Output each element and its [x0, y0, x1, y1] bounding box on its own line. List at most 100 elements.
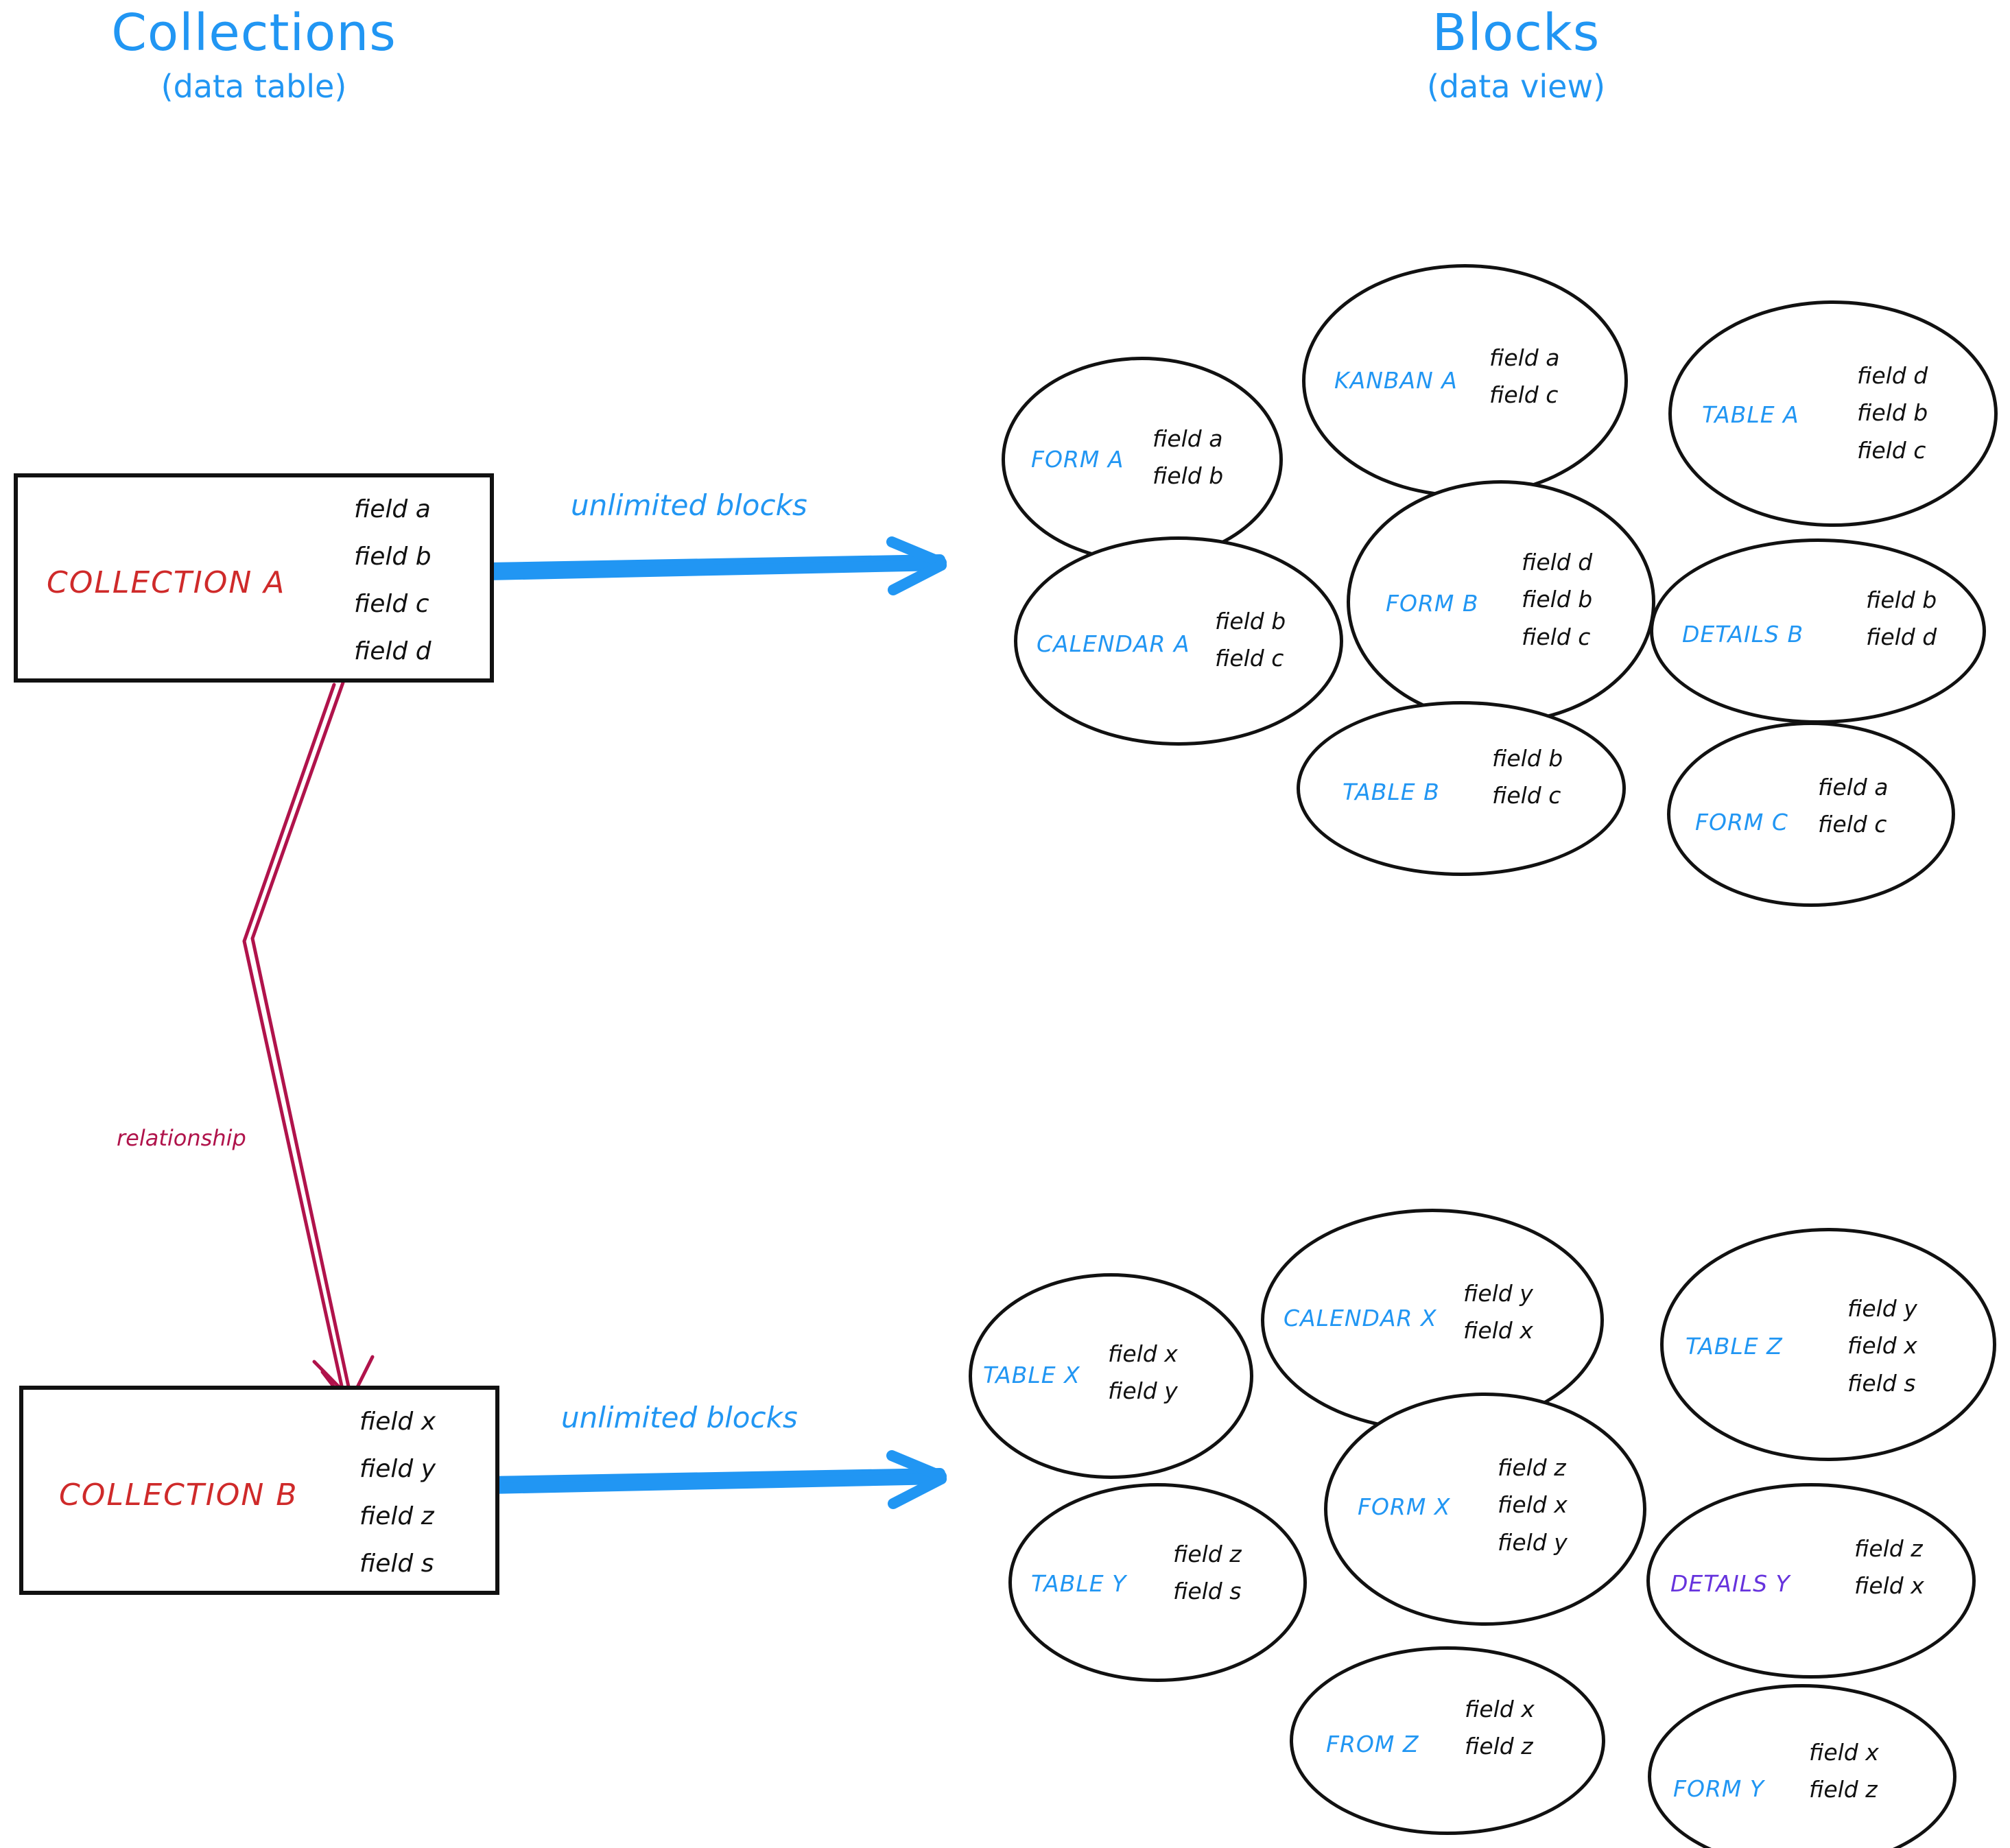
block-field-list: field z field x [1854, 1530, 1924, 1605]
block-label: TABLE B [1343, 779, 1440, 805]
block-field-list: field a field c [1489, 340, 1559, 414]
block-field-list: field d field b field c [1522, 544, 1592, 656]
block-field: field b [1492, 745, 1563, 772]
block-field: field c [1489, 381, 1559, 409]
block-label: TABLE Y [1031, 1570, 1127, 1597]
collection-a-field: field d [354, 637, 431, 665]
block-label: FORM X [1358, 1493, 1451, 1520]
block-form-y[interactable]: FORM Y field x field z [1648, 1684, 1956, 1848]
block-field: field y [1847, 1295, 1917, 1322]
collection-a-name: COLLECTION A [47, 565, 286, 600]
block-field-list: field z field s [1173, 1536, 1242, 1611]
collection-b-field: field x [359, 1408, 436, 1436]
block-field: field x [1847, 1332, 1917, 1360]
block-table-x[interactable]: TABLE X field x field y [969, 1273, 1253, 1479]
block-details-y[interactable]: DETAILS Y field z field x [1646, 1483, 1976, 1679]
block-field: field c [1215, 645, 1284, 672]
block-field: field x [1498, 1491, 1568, 1519]
block-field: field z [1173, 1541, 1242, 1567]
blocks-heading-sub: (data view) [1426, 67, 1606, 105]
block-field: field d [1857, 362, 1928, 389]
block-label: CALENDAR X [1284, 1305, 1437, 1331]
block-label: TABLE A [1702, 401, 1799, 428]
block-field: field c [1522, 623, 1591, 650]
block-label: FORM B [1386, 590, 1479, 617]
block-details-b[interactable]: DETAILS B field b field d [1650, 538, 1986, 724]
block-field: field d [1866, 624, 1937, 651]
block-field-list: field b field c [1492, 740, 1563, 815]
block-field: field b [1522, 586, 1593, 613]
block-field-list: field a field c [1818, 769, 1888, 844]
collections-heading-sub: (data table) [161, 67, 347, 105]
block-field: field s [1847, 1369, 1916, 1397]
block-label: CALENDAR A [1037, 630, 1190, 657]
block-calendar-x[interactable]: CALENDAR X field y field x [1261, 1209, 1604, 1432]
block-field: field c [1818, 811, 1887, 838]
block-label: TABLE X [983, 1362, 1080, 1388]
block-from-z[interactable]: FROM Z field x field z [1290, 1646, 1605, 1835]
blocks-heading: Blocks (data view) [1303, 3, 1729, 105]
block-field: field b [1866, 587, 1937, 613]
block-field: field a [1489, 344, 1560, 371]
collection-b-field: field z [359, 1502, 434, 1530]
block-field: field c [1857, 436, 1926, 464]
block-table-z[interactable]: TABLE Z field y field x field s [1660, 1228, 1996, 1461]
block-table-a[interactable]: TABLE A field d field b field c [1668, 300, 1998, 527]
block-field: field y [1463, 1280, 1533, 1307]
block-field-list: field a field b [1152, 420, 1223, 495]
block-field: field z [1498, 1454, 1566, 1481]
unlimited-blocks-arrow-bottom [483, 1450, 947, 1509]
collection-a-box[interactable]: COLLECTION A field a field b field c fie… [14, 473, 494, 683]
collections-heading-main: Collections [111, 3, 397, 62]
block-field: field a [1818, 774, 1889, 801]
block-label: DETAILS B [1682, 621, 1804, 648]
block-label: TABLE Z [1686, 1333, 1783, 1360]
unlimited-blocks-label-bottom: unlimited blocks [561, 1401, 798, 1434]
block-form-c[interactable]: FORM C field a field c [1667, 722, 1955, 907]
block-calendar-a[interactable]: CALENDAR A field b field c [1014, 536, 1343, 746]
collection-b-box[interactable]: COLLECTION B field x field y field z fie… [19, 1386, 499, 1595]
block-field: field b [1215, 608, 1286, 635]
collection-b-name: COLLECTION B [59, 1478, 298, 1513]
block-field-list: field b field d [1866, 582, 1937, 656]
block-field-list: field y field x field s [1847, 1290, 1917, 1402]
block-field: field y [1108, 1377, 1178, 1405]
block-field: field x [1809, 1739, 1879, 1766]
block-label: FORM A [1031, 446, 1124, 473]
block-form-a[interactable]: FORM A field a field b [1002, 357, 1283, 562]
block-field: field s [1173, 1578, 1242, 1605]
block-field: field x [1108, 1340, 1178, 1367]
collection-a-field: field b [354, 543, 431, 571]
unlimited-blocks-label-top: unlimited blocks [571, 488, 807, 522]
block-field: field c [1492, 782, 1561, 809]
block-table-y[interactable]: TABLE Y field z field s [1008, 1483, 1307, 1682]
block-field: field z [1854, 1535, 1923, 1562]
block-form-b[interactable]: FORM B field d field b field c [1347, 480, 1655, 724]
block-label: FROM Z [1326, 1731, 1419, 1757]
block-kanban-a[interactable]: KANBAN A field a field c [1302, 264, 1628, 497]
block-field: field a [1152, 425, 1223, 452]
block-field-list: field x field z [1809, 1734, 1879, 1809]
block-field-list: field x field z [1465, 1691, 1535, 1766]
collection-b-field: field y [359, 1455, 436, 1483]
block-field: field z [1809, 1776, 1878, 1803]
collection-a-field: field a [354, 495, 431, 523]
block-form-x[interactable]: FORM X field z field x field y [1324, 1393, 1646, 1626]
collection-b-field-list: field x field y field z field s [359, 1408, 436, 1578]
unlimited-blocks-arrow-top [483, 536, 947, 595]
block-field: field x [1463, 1317, 1533, 1344]
block-field: field x [1854, 1572, 1924, 1600]
blocks-heading-main: Blocks [1432, 3, 1600, 62]
block-label: FORM Y [1673, 1775, 1765, 1802]
block-table-b[interactable]: TABLE B field b field c [1297, 701, 1626, 876]
block-field-list: field y field x [1463, 1275, 1533, 1350]
block-field: field y [1498, 1528, 1568, 1556]
block-label: DETAILS Y [1670, 1570, 1790, 1597]
block-field-list: field d field b field c [1857, 357, 1928, 469]
block-label: KANBAN A [1334, 367, 1458, 394]
block-field: field b [1152, 462, 1224, 490]
block-field-list: field z field x field y [1498, 1449, 1568, 1561]
block-field: field x [1465, 1696, 1535, 1722]
relationship-connector [242, 680, 375, 1403]
